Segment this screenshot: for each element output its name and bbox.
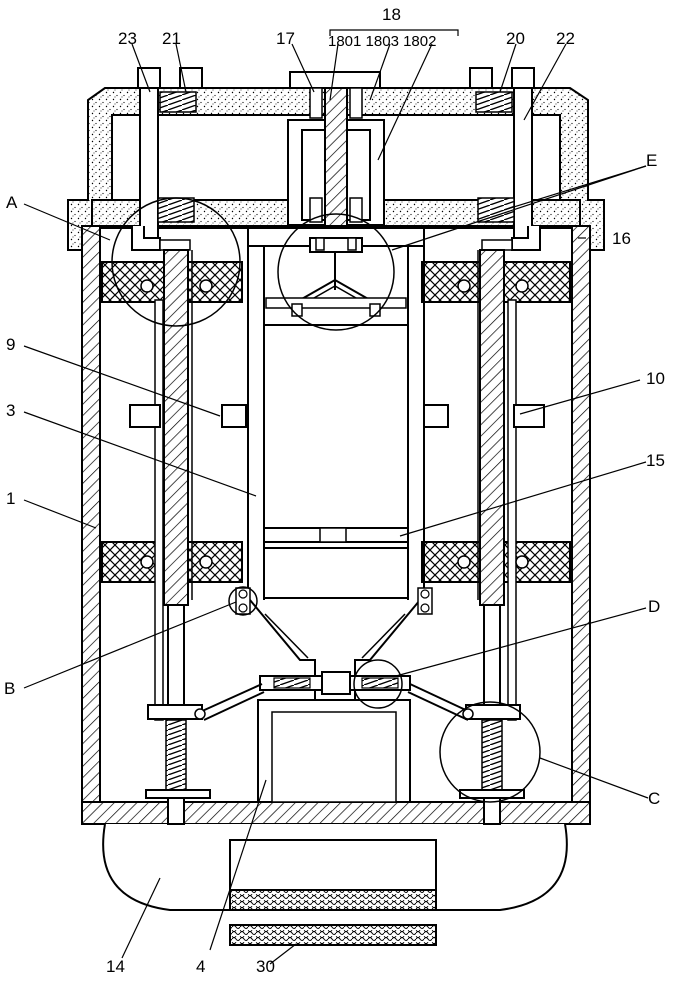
label-4: 4 <box>196 957 205 976</box>
label-E: E <box>646 151 657 170</box>
clamp-B <box>235 587 433 615</box>
sliders-9-10 <box>129 404 545 428</box>
left-rod-assembly <box>131 67 213 825</box>
part-labels: 23 21 17 18 1801 1803 1802 20 22 A E 16 … <box>4 5 665 976</box>
bottom-shell-14 <box>102 823 568 946</box>
label-22: 22 <box>556 29 575 48</box>
collection-box-4 <box>257 699 411 803</box>
detail-circles <box>111 197 541 803</box>
label-18-sub: 1801 1803 1802 <box>328 33 436 50</box>
label-14: 14 <box>106 957 125 976</box>
label-23: 23 <box>118 29 137 48</box>
label-3: 3 <box>6 401 15 420</box>
detail-circle-C <box>439 701 541 803</box>
label-C: C <box>648 789 660 808</box>
detail-circle-B <box>228 586 258 616</box>
label-A: A <box>6 193 18 212</box>
label-B: B <box>4 679 15 698</box>
linkage-D <box>194 671 474 721</box>
label-30: 30 <box>256 957 275 976</box>
label-16: 16 <box>612 229 631 248</box>
detail-circle-E <box>277 213 395 331</box>
label-18: 18 <box>382 5 401 24</box>
central-cylinder-3 <box>247 227 425 701</box>
label-9: 9 <box>6 335 15 354</box>
label-20: 20 <box>506 29 525 48</box>
label-10: 10 <box>646 369 665 388</box>
leader-lines <box>23 29 649 965</box>
label-17: 17 <box>276 29 295 48</box>
detail-circle-A <box>111 197 241 327</box>
label-15: 15 <box>646 451 665 470</box>
mixing-mechanism-E <box>265 237 407 317</box>
motor-assembly-18 <box>287 71 385 229</box>
right-rod-assembly <box>457 67 541 825</box>
detail-circle-D <box>353 659 403 709</box>
label-1: 1 <box>6 489 15 508</box>
label-D: D <box>648 597 660 616</box>
label-21: 21 <box>162 29 181 48</box>
